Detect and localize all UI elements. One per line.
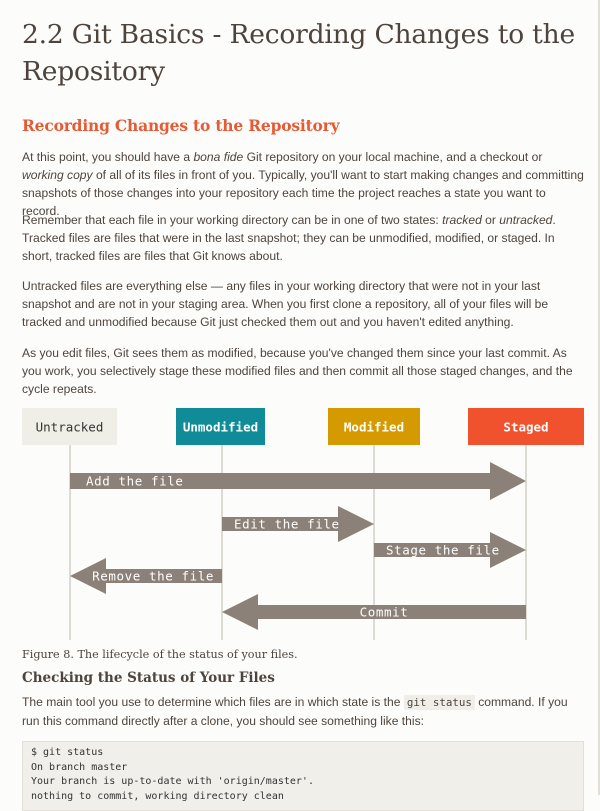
transition-edit-the-file: Edit the file: [222, 506, 374, 542]
emphasis-text: working copy: [22, 168, 93, 182]
arrow-label-remove-the-file: Remove the file: [92, 569, 214, 584]
p5-text-after: command. If you run this command directl…: [22, 695, 568, 728]
arrow-remove-the-file: [70, 558, 222, 594]
state-unmodified: Unmodified: [176, 408, 265, 445]
state-staged: Staged: [468, 408, 584, 445]
text-run: of all of its files in front of you. Typ…: [22, 168, 584, 218]
state-untracked: Untracked: [22, 408, 117, 445]
text-run: At this point, you should have a: [22, 150, 194, 164]
p5-text-before: The main tool you use to determine which…: [22, 695, 404, 709]
arrow-label-stage-the-file: Stage the file: [386, 543, 500, 558]
arrow-stage-the-file: [374, 532, 526, 568]
paragraph-states: Remember that each file in your working …: [22, 211, 584, 265]
inline-code-git-status: git status: [403, 695, 475, 710]
transition-commit: Commit: [222, 594, 526, 630]
state-label-modified: Modified: [344, 420, 404, 435]
arrow-edit-the-file: [222, 506, 374, 542]
arrow-label-add-the-file: Add the file: [86, 474, 184, 489]
paragraph-git-status: The main tool you use to determine which…: [22, 693, 584, 730]
transition-remove-the-file: Remove the file: [70, 558, 222, 594]
paragraph-untracked: Untracked files are everything else — an…: [22, 277, 584, 331]
emphasis-text: untracked: [499, 213, 553, 227]
text-run: As you edit files, Git sees them as modi…: [22, 346, 573, 396]
paragraph-editing: As you edit files, Git sees them as modi…: [22, 344, 584, 398]
state-box-staged: [468, 408, 584, 445]
transition-add-the-file: Add the file: [70, 462, 526, 500]
emphasis-text: bona fide: [193, 150, 244, 164]
arrow-commit: [222, 594, 526, 630]
subsection-heading: Checking the Status of Your Files: [22, 670, 275, 686]
arrow-label-edit-the-file: Edit the file: [234, 517, 340, 532]
code-block: $ git status On branch master Your branc…: [22, 741, 584, 811]
state-box-unmodified: [176, 408, 265, 445]
state-label-staged: Staged: [503, 420, 548, 435]
text-run: . Tracked files are files that were in t…: [22, 213, 556, 263]
figure-caption: Figure 8. The lifecycle of the status of…: [22, 648, 298, 661]
page-title: 2.2 Git Basics - Recording Changes to th…: [22, 19, 575, 87]
arrow-label-commit: Commit: [360, 605, 409, 620]
state-box-untracked: [22, 408, 117, 445]
state-modified: Modified: [328, 408, 420, 445]
text-run: Git repository on your local machine, an…: [243, 150, 543, 164]
state-label-untracked: Untracked: [36, 420, 104, 435]
text-run: Untracked files are everything else — an…: [22, 279, 549, 329]
emphasis-text: tracked: [442, 213, 482, 227]
transition-stage-the-file: Stage the file: [374, 532, 526, 568]
section-heading: Recording Changes to the Repository: [22, 116, 340, 135]
arrow-add-the-file: [70, 462, 526, 500]
text-run: Remember that each file in your working …: [22, 213, 443, 227]
state-label-unmodified: Unmodified: [183, 420, 258, 435]
text-run: or: [481, 213, 500, 227]
state-box-modified: [328, 408, 420, 445]
paragraph-intro: At this point, you should have a bona fi…: [22, 148, 584, 220]
